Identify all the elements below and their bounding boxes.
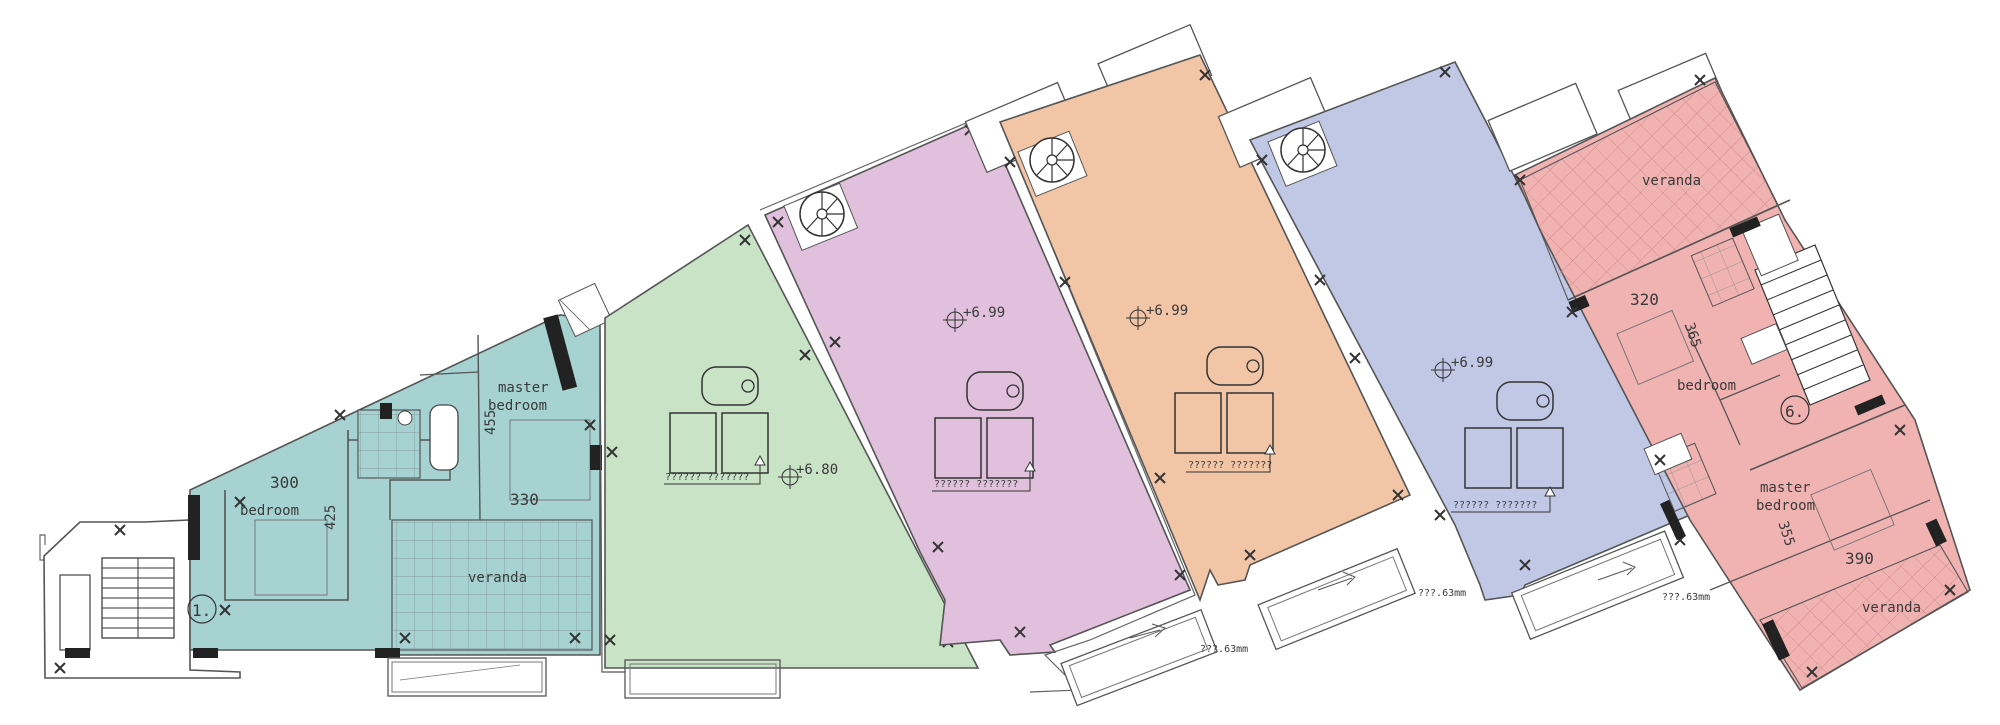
unit-1-bedroom-width: 300	[270, 473, 299, 492]
unit-1-master-width: 330	[510, 490, 539, 509]
unit-2-level: +6.80	[796, 462, 838, 478]
unit-1-master-label-1: master	[498, 380, 549, 396]
unit-3: +6.99 ?????? ??????? ???.63mm	[759, 114, 1248, 707]
unit-6-master-depth: 355	[1774, 519, 1797, 548]
unit-1: 300 bedroom 425 master bedroom 455 330 v…	[39, 282, 613, 697]
unit-3-floor	[763, 116, 1192, 656]
unit-4-level-marker	[1126, 306, 1150, 330]
unit-3-level: +6.99	[963, 305, 1005, 321]
unit-1-master-label-2: bedroom	[488, 398, 547, 414]
entrance-stairs	[101, 557, 175, 639]
unit-5-level: +6.99	[1451, 355, 1493, 371]
unit-3-dimension: ???.63mm	[1200, 644, 1248, 655]
unit-6-veranda-top-label: veranda	[1642, 173, 1701, 189]
unit-6-veranda-bottom-label: veranda	[1862, 600, 1921, 616]
unit-6-bedroom-label: bedroom	[1677, 378, 1736, 394]
unit-5: +6.99 ?????? ??????? ???.63mm ???.63mm	[1217, 60, 1710, 641]
unit-5-dimension-2: ???.63mm	[1662, 592, 1710, 603]
unit-5-level-marker	[1431, 358, 1455, 382]
unit-2-label: ?????? ???????	[665, 472, 749, 483]
unit-2: +6.80 ?????? ???????	[599, 223, 980, 699]
unit-1-number: 1.	[192, 601, 211, 620]
unit-6-bedroom-width: 320	[1630, 290, 1659, 309]
unit-6-master-label-2: bedroom	[1756, 498, 1815, 514]
unit-5-dimension: ???.63mm	[1418, 588, 1466, 599]
unit-6-master-width: 390	[1845, 549, 1874, 568]
unit-6-veranda-bottom	[1759, 544, 1969, 689]
unit-1-master-depth: 455	[483, 410, 499, 435]
unit-1-bedroom-label: bedroom	[240, 503, 299, 519]
unit-1-bedroom-depth: 425	[323, 505, 339, 530]
unit-6-number: 6.	[1785, 402, 1804, 421]
unit-4-level: +6.99	[1146, 303, 1188, 319]
unit-6-master-label-1: master	[1760, 480, 1811, 496]
unit-1-veranda-label: veranda	[468, 570, 527, 586]
unit-2-level-marker	[778, 465, 802, 489]
unit-4: +6.99 ?????? ???????	[964, 23, 1417, 651]
unit-3-label: ?????? ???????	[934, 479, 1018, 490]
unit-3-level-marker	[943, 308, 967, 332]
unit-2-floor	[604, 223, 980, 669]
unit-6-bedroom-depth: 365	[1681, 321, 1704, 350]
unit-6: veranda 320 365 bedroom 6. master bedroo…	[1487, 52, 1971, 692]
unit-4-label: ?????? ???????	[1188, 460, 1272, 471]
unit-4-floor	[998, 54, 1412, 603]
unit-5-label: ?????? ???????	[1453, 500, 1537, 511]
